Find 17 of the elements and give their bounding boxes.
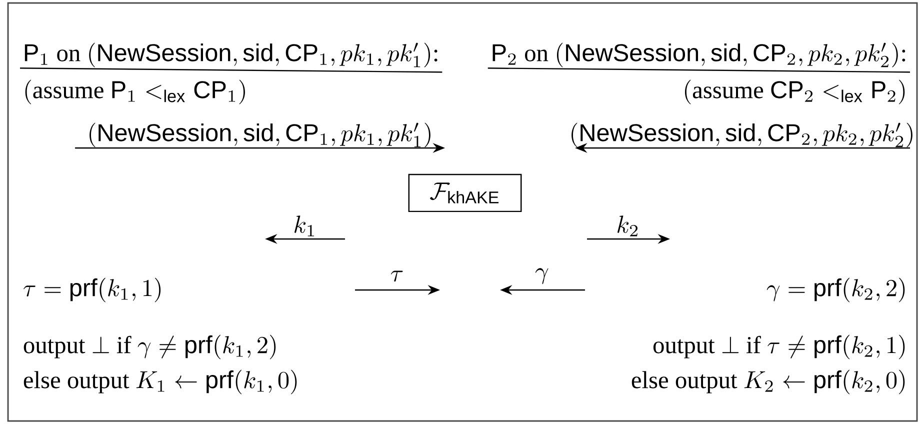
message-label: $\tau$ <box>390 270 403 282</box>
output-rule: $\text{else output }K_2\leftarrow\mathsf{prf}(k_2,0)$ <box>632 370 905 394</box>
output-rule: $\text{else output }K_1\leftarrow\mathsf{prf}(k_1,0)$ <box>24 370 297 394</box>
computation-text: $\tau=\mathsf{prf}(k_1,1)$ <box>24 278 161 302</box>
party-heading: $\mathsf{P}_2\text{ on }(\mathsf{NewSession},\mathsf{sid},\mathsf{CP}_2,pk_2,pk'_2)\text{:}$ <box>488 42 910 73</box>
message-label: $\gamma$ <box>535 268 548 284</box>
assumption-note: $(\text{assume }\mathsf{P}_1<_{\mathsf{lex}}\mathsf{CP}_1)$ <box>25 80 245 104</box>
assumption-note: $(\text{assume }\mathsf{CP}_2<_{\mathsf{lex}}\mathsf{P}_2)$ <box>685 80 905 104</box>
message-label: $(\mathsf{NewSession},\mathsf{sid},\mathsf{CP}_2,pk_2,pk'_2)$ <box>572 122 912 148</box>
functionality-box: $\mathcal{F}_{\mathsf{khAKE}}$ <box>408 174 522 212</box>
party-heading: $\mathsf{P}_1\text{ on }(\mathsf{NewSession},\mathsf{sid},\mathsf{CP}_1,pk_1,pk'_1)\text{:}$ <box>20 42 442 73</box>
message-label: $(\mathsf{NewSession},\mathsf{sid},\mathsf{CP}_1,pk_1,pk'_1)$ <box>90 122 430 148</box>
output-rule: $\text{output }\bot\text{ if }\tau\neq\mathsf{prf}(k_2,1)$ <box>653 334 905 360</box>
message-label: $k_1$ <box>294 216 314 236</box>
computation-text: $\gamma=\mathsf{prf}(k_2,2)$ <box>766 278 905 302</box>
output-rule: $\text{output }\bot\text{ if }\gamma\neq\mathsf{prf}(k_1,2)$ <box>24 334 276 360</box>
message-label: $k_2$ <box>618 216 638 236</box>
